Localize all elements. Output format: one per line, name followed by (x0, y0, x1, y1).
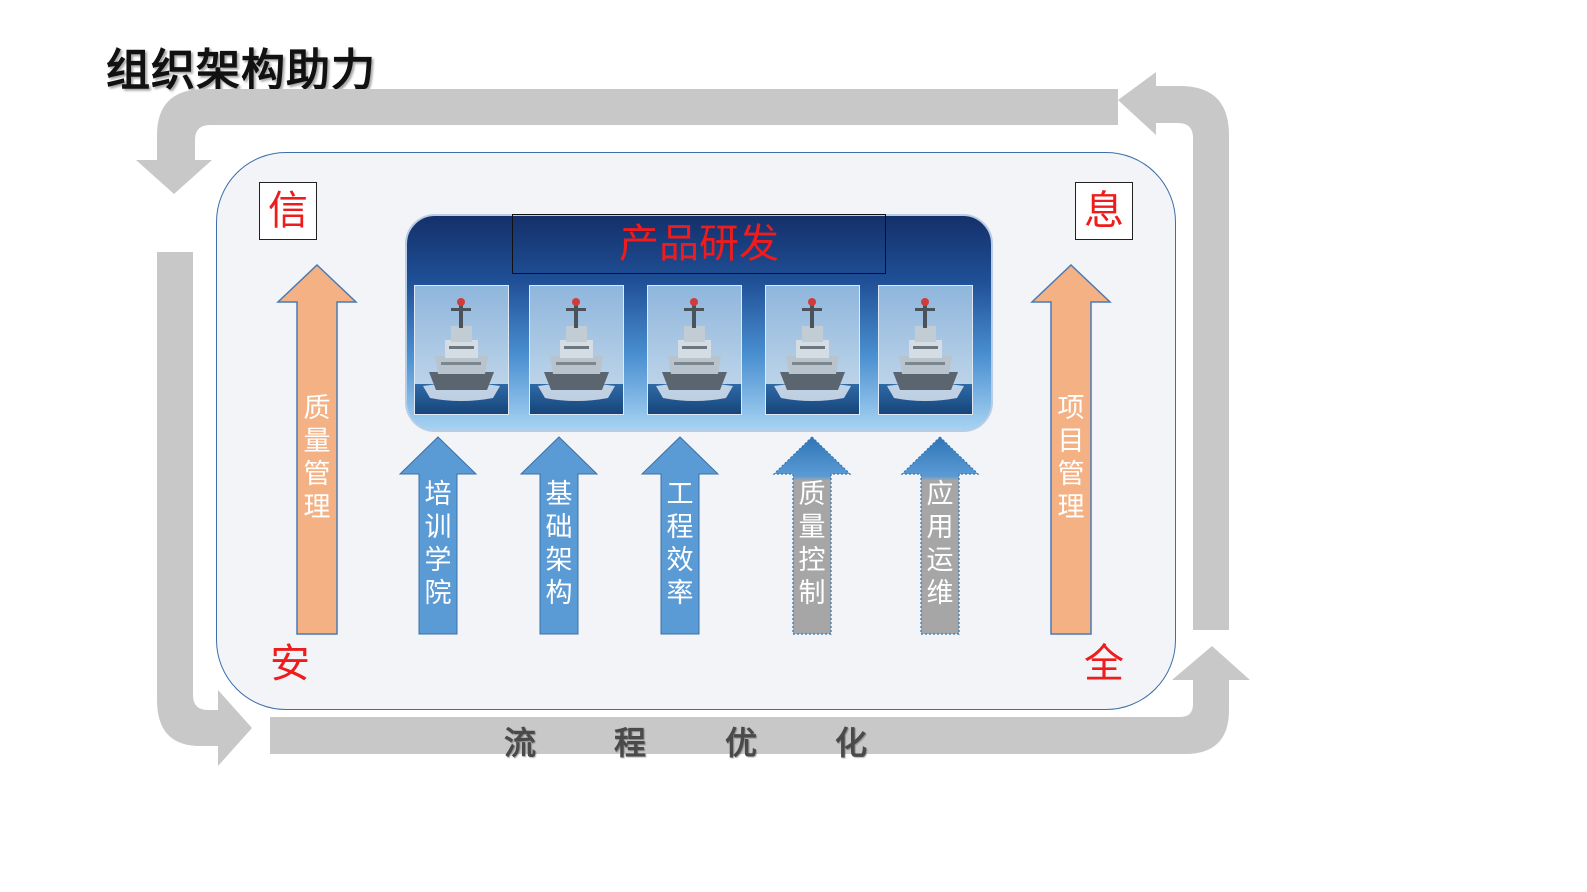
side-arrow-left (276, 264, 358, 635)
inner-arrow-1-label: 培训学院 (418, 478, 458, 610)
side-arrow-left-label: 质量管理 (297, 392, 337, 524)
inner-arrow-3-label: 工程效率 (660, 478, 700, 610)
cycle-arrow-left (157, 252, 252, 766)
corner-char-bottom-right: 全 (1084, 641, 1124, 687)
inner-arrow-1 (398, 436, 478, 635)
ship-image-5 (878, 285, 973, 415)
inner-arrow-2-text: 基础架构 (545, 479, 573, 609)
inner-arrow-3 (640, 436, 720, 635)
flow-char-1: 流 (504, 724, 537, 762)
flow-char-2: 程 (614, 724, 647, 762)
side-arrow-left-text: 质量管理 (303, 393, 331, 523)
inner-arrow-3-text: 工程效率 (666, 479, 694, 609)
corner-char-top-left: 信 (259, 182, 317, 240)
inner-arrow-4 (772, 436, 852, 635)
ship-image-4 (765, 285, 860, 415)
ship-image-1 (414, 285, 509, 415)
corner-char-bottom-left: 安 (270, 641, 310, 687)
page-title: 组织架构助力 (106, 45, 376, 96)
inner-arrow-2 (519, 436, 599, 635)
inner-arrow-1-text: 培训学院 (424, 479, 452, 609)
inner-arrow-2-label: 基础架构 (539, 478, 579, 610)
flow-char-3: 优 (725, 724, 758, 762)
inner-arrow-5-label: 应用运维 (920, 478, 960, 610)
side-arrow-right-text: 项目管理 (1057, 393, 1085, 523)
flow-char-4: 化 (835, 724, 868, 762)
cycle-arrow-bottom (270, 646, 1250, 754)
inner-arrow-5 (900, 436, 980, 635)
side-arrow-right (1030, 264, 1112, 635)
cycle-arrow-right (1118, 72, 1229, 630)
product-title: 产品研发 (512, 214, 886, 274)
inner-arrow-5-text: 应用运维 (926, 479, 954, 609)
cycle-arrow-top (136, 89, 1118, 194)
ship-image-2 (529, 285, 624, 415)
ship-image-3 (647, 285, 742, 415)
side-arrow-right-label: 项目管理 (1051, 392, 1091, 524)
inner-arrow-4-label: 质量控制 (792, 478, 832, 610)
inner-arrow-4-text: 质量控制 (798, 479, 826, 609)
corner-char-top-right: 息 (1075, 182, 1133, 240)
